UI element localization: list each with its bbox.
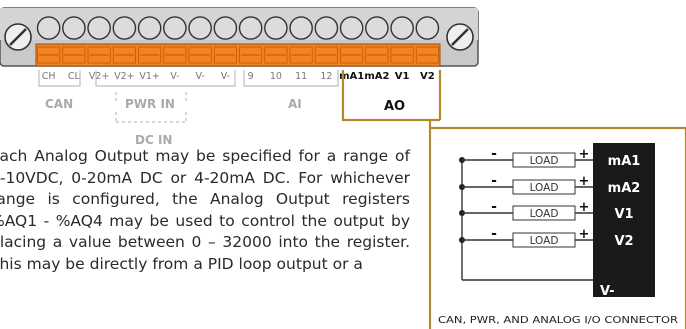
terminal-screw-icon [365,16,389,40]
pin-label: mA2 [364,71,389,82]
terminal-screw-icon [314,16,339,40]
output-terminal-bar [593,143,655,297]
pin-label: 11 [295,71,307,82]
load-label: LOAD [530,182,559,194]
pin-label: V1 [395,71,410,82]
terminal-screw-icon [415,16,440,40]
ao-bracket [341,70,686,329]
terminal-screw-icon [238,16,263,40]
terminal-screw-icon [289,16,313,40]
terminal-screw-icon [390,16,414,40]
plus-sign: + [579,200,590,215]
pin-label: V2+ [114,71,135,82]
description-paragraph: each Analog Output may be specified for … [0,146,410,275]
minus-sign: - [491,199,497,215]
terminal-screw-icon [137,16,162,40]
pin-label: V2 [420,71,435,82]
minus-sign: - [491,173,497,189]
plus-sign: + [579,227,590,242]
pin-label: CH [42,71,56,82]
pin-label: V2+ [89,71,110,82]
output-label: mA1 [608,154,641,169]
pin-label: 9 [248,71,254,82]
pin-label: mA1 [339,71,364,82]
minus-sign: - [491,146,497,162]
inset-caption: CAN, PWR, AND ANALOG I/O CONNECTOR [438,315,678,326]
plus-sign: + [579,147,590,162]
group-label-ao: AO [384,99,405,114]
description-text: each Analog Output may be specified for … [0,147,410,273]
terminal-screw-icon [213,16,238,40]
pin-label: V- [195,71,204,82]
load-label: LOAD [530,235,559,247]
group-brackets [38,70,339,123]
terminal-screw-icon [163,16,187,40]
group-label-pwr-in: PWR IN [125,97,175,111]
pin-label: V- [170,71,179,82]
plus-sign: + [579,174,590,189]
terminal-screw-icon [339,16,364,40]
terminal-block [0,7,479,67]
terminal-screw-icon [264,16,288,40]
group-label-dc-in: DC IN [135,133,172,147]
group-label-can: CAN [45,97,73,111]
group-label-ai: AI [288,97,302,111]
pin-label: V1+ [139,71,160,82]
minus-sign: - [491,226,497,242]
terminal-screw-icon [112,16,137,40]
output-label: mA2 [608,181,641,196]
pin-label: 12 [320,71,332,82]
terminal-screw-icon [62,16,86,40]
output-label: V1 [614,207,633,222]
output-label: V2 [614,234,633,249]
terminal-screw-icon [87,16,111,40]
terminal-screw-icon [36,16,61,40]
common-label: V- [600,284,615,299]
load-label: LOAD [530,208,559,220]
pin-label: V- [221,71,230,82]
pin-label: 10 [270,71,282,82]
pin-label: CL [68,71,81,82]
load-label: LOAD [530,155,559,167]
terminal-screw-icon [188,16,212,40]
